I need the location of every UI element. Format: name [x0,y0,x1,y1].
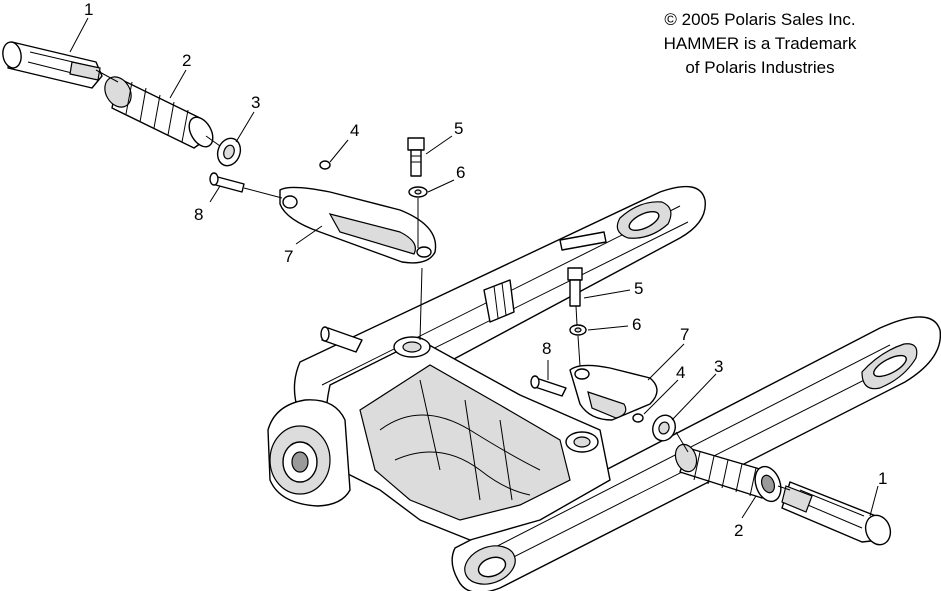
part-2-left-footpeg [104,76,214,149]
callout-2-right: 2 [734,521,743,540]
copyright-notice: © 2005 Polaris Sales Inc. HAMMER is a Tr… [610,8,910,80]
part-6-upper-washer [408,186,428,198]
assembly-lines [95,69,791,491]
part-1-left-bolt [2,41,103,89]
part-5-upper-bolt [407,137,425,177]
part-7-right-bracket [569,364,658,421]
callout-5-right: 5 [634,279,643,298]
callout-2-left: 2 [182,51,191,70]
part-1-right-bolt [781,481,892,546]
callout-4-upper: 4 [350,121,359,140]
callout-numbers: 1 2 3 4 5 6 8 7 5 6 8 7 4 3 1 2 [84,0,887,540]
part-2-right-footpeg [674,443,782,503]
callout-1-left: 1 [84,0,93,19]
part-8-left-pin [209,172,245,193]
callout-6-upper: 6 [456,163,465,182]
callout-leaders [69,17,879,519]
callout-4-right: 4 [676,363,685,382]
part-4-right-nut [632,413,644,423]
part-6-right-washer [569,324,587,336]
trademark-line-1: HAMMER is a Trademark [663,34,857,53]
part-4-upper-nut [319,160,331,170]
callout-7-left: 7 [284,247,293,266]
swing-arm-assembly [267,185,941,591]
callout-8-right: 8 [542,339,551,358]
callout-5-upper: 5 [454,119,463,138]
part-3-left-washer [216,137,242,167]
part-8-right-pin [530,375,567,397]
copyright-line: © 2005 Polaris Sales Inc. [664,10,856,29]
part-3-right-washer [652,414,676,442]
callout-6-right: 6 [632,315,641,334]
callout-8-left: 8 [194,205,203,224]
callout-7-right: 7 [680,325,689,344]
callout-3-right: 3 [714,357,723,376]
callout-3-left: 3 [251,93,260,112]
trademark-line-2: of Polaris Industries [685,58,835,77]
part-5-right-bolt [567,267,583,307]
callout-1-right: 1 [878,469,887,488]
part-7-left-bracket [279,186,437,264]
